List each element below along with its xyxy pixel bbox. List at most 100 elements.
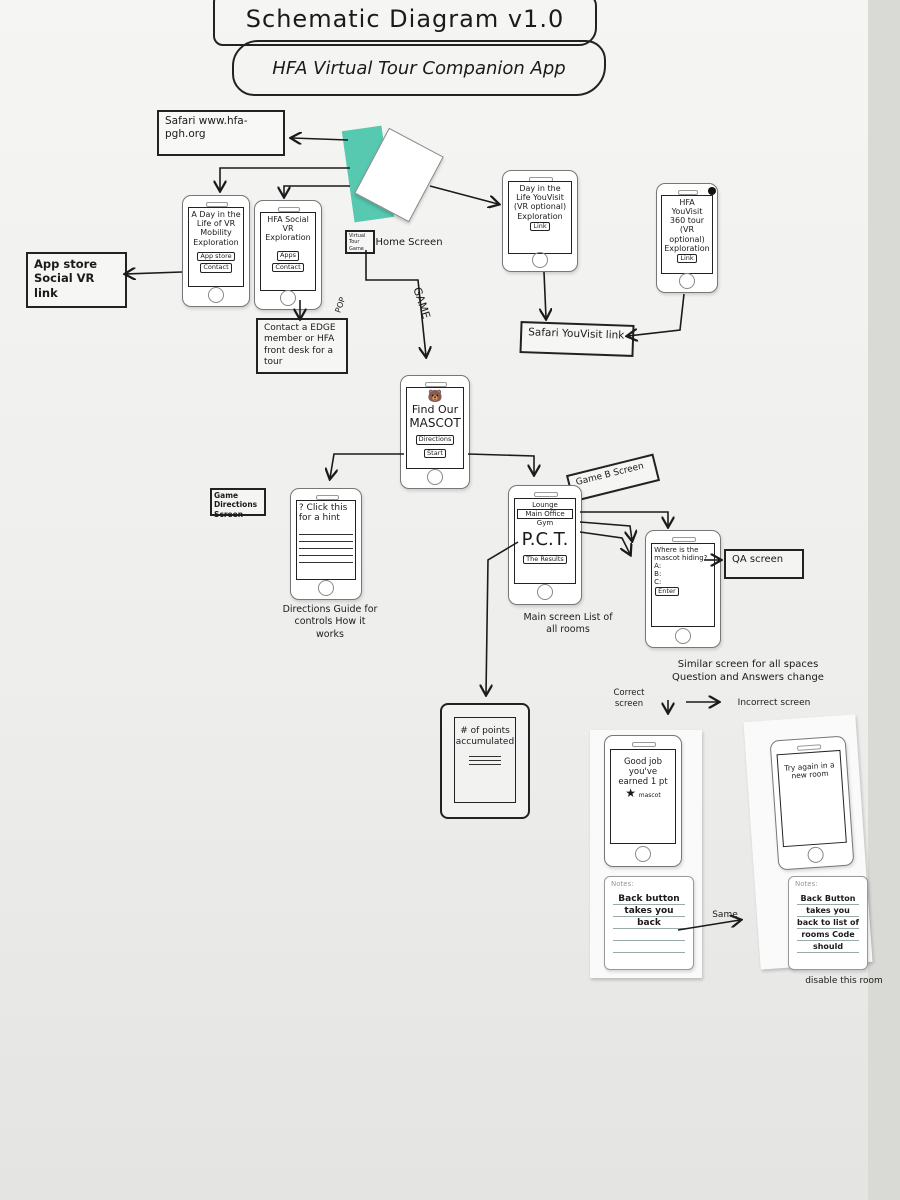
directions-caption: Directions Guide for controls How it wor… <box>282 604 378 640</box>
note-correct: Notes: Back button takes you back <box>604 876 694 970</box>
arrow-youvisit2-to-safari <box>628 293 685 336</box>
phone-screen: HFA Social VR Exploration AppsContact <box>259 211 317 291</box>
arrow-main-to-qa <box>580 511 668 526</box>
mascot-find-text: Find Our <box>411 402 459 416</box>
pin-dot <box>708 187 716 195</box>
home-button[interactable] <box>208 286 224 303</box>
room-main-office[interactable]: Main Office <box>517 508 573 519</box>
safari-box-text: Safari www.hfa-pgh.org <box>165 115 248 141</box>
note-header: Notes: <box>795 880 818 888</box>
phone-speaker <box>534 492 558 497</box>
paper-edge <box>868 0 900 1200</box>
youvisit-1-title: Day in the Life YouVisit (VR optional) E… <box>513 184 567 221</box>
arrow-youvisit1-to-safari <box>544 271 546 318</box>
qa-answer-c[interactable]: C: <box>654 577 662 586</box>
phone-screen: Day in the Life YouVisit (VR optional) E… <box>508 181 572 254</box>
contact-box-text: Contact a EDGE member or HFA front desk … <box>264 323 336 367</box>
correct-message: Good job you've earned 1 pt <box>618 757 668 787</box>
social-vr-title: HFA Social VR Exploration <box>265 214 311 243</box>
arrow-mascot-to-directions <box>330 453 404 478</box>
paper-sheet <box>0 0 868 1200</box>
phone-mascot: 🐻 Find Our MASCOT DirectionsStart <box>400 375 470 489</box>
room-lounge[interactable]: Lounge <box>532 500 558 509</box>
phone-social-vr: HFA Social VR Exploration AppsContact <box>254 200 322 310</box>
link-button[interactable]: Link <box>677 253 697 264</box>
start-button[interactable]: Start <box>424 448 446 459</box>
youvisit-2-title: HFA YouVisit 360 tour (VR optional) Expl… <box>664 197 710 253</box>
arrow-mascot-to-main <box>467 453 534 474</box>
qa-screen-box: QA screen <box>724 549 804 579</box>
apps-button[interactable]: Apps <box>276 251 300 261</box>
link-button[interactable]: Link <box>530 221 550 232</box>
arrow-main-to-qa-3 <box>579 531 630 554</box>
phone-speaker <box>671 537 697 542</box>
arrow-home-to-day-vr <box>220 167 350 190</box>
arrow-day-vr-to-appstore <box>126 272 183 274</box>
home-button[interactable] <box>280 289 296 306</box>
home-button[interactable] <box>675 627 691 644</box>
phone-youvisit-1: Day in the Life YouVisit (VR optional) E… <box>502 170 578 272</box>
title-bubble: Schematic Diagram v1.0 <box>213 0 597 46</box>
directions-scribble <box>298 527 354 564</box>
mascot-title: MASCOT <box>409 415 461 430</box>
qa-answer-b[interactable]: B: <box>654 569 662 578</box>
arrow-home-to-social-vr <box>284 185 350 196</box>
enter-button[interactable]: Enter <box>655 586 679 597</box>
home-mini-text: Virtual Tour Game <box>349 233 366 252</box>
correct-label: Correct screen <box>613 688 645 710</box>
main-big-text: P.C.T. <box>521 528 569 550</box>
points-text: # of points accumulated <box>455 726 515 748</box>
home-button[interactable] <box>679 272 695 289</box>
directions-button[interactable]: Directions <box>415 435 455 445</box>
subtitle-bubble: HFA Virtual Tour Companion App <box>232 40 606 96</box>
phone-speaker <box>315 495 339 500</box>
disable-label: disable this room <box>805 976 883 986</box>
qa-question: Where is the mascot hiding? <box>654 545 708 562</box>
note-header: Notes: <box>611 880 634 888</box>
results-button[interactable]: The Results <box>523 554 567 565</box>
home-button[interactable] <box>537 584 553 601</box>
phone-youvisit-2: HFA YouVisit 360 tour (VR optional) Expl… <box>656 183 718 293</box>
contact-box: Contact a EDGE member or HFA front desk … <box>256 318 348 374</box>
phone-day-vr: A Day in the Life of VR Mobility Explora… <box>182 195 250 307</box>
home-button[interactable] <box>427 468 443 485</box>
phone-main: Lounge Main Office Gym P.C.T. The Result… <box>508 485 582 605</box>
star-icon: ★ <box>625 786 637 801</box>
phone-qa: Where is the mascot hiding? A: B: C: Ent… <box>645 530 721 648</box>
room-gym[interactable]: Gym <box>536 518 554 527</box>
qa-answer-a[interactable]: A: <box>654 561 662 570</box>
home-button[interactable] <box>532 252 548 268</box>
phone-screen: A Day in the Life of VR Mobility Explora… <box>187 207 245 288</box>
arrow-home-to-game <box>365 250 426 356</box>
contact-button[interactable]: Contact <box>272 262 304 273</box>
mascot-icon: 🐻 <box>427 389 443 404</box>
app-store-box-text: App store Social VR link <box>34 257 98 300</box>
arrow-home-to-youvisit <box>429 185 498 204</box>
app-store-button[interactable]: App store <box>197 251 235 262</box>
phone-screen: ? Click this for a hint <box>295 500 357 581</box>
title-text: Schematic Diagram v1.0 <box>245 5 565 33</box>
app-store-box: App store Social VR link <box>26 252 127 308</box>
note-incorrect: Notes: Back Button takes you back to lis… <box>788 876 868 970</box>
phone-speaker <box>278 207 300 212</box>
phone-speaker <box>678 190 698 195</box>
phone-screen: 🐻 Find Our MASCOT DirectionsStart <box>405 387 465 469</box>
phone-screen: Where is the mascot hiding? A: B: C: Ent… <box>651 542 715 628</box>
arrow-main-to-points <box>486 541 519 694</box>
correct-extra: mascot <box>638 792 661 800</box>
phone-speaker <box>424 382 448 387</box>
home-button[interactable] <box>318 579 334 596</box>
arrow-home-to-safari <box>292 138 349 140</box>
subtitle-text: HFA Virtual Tour Companion App <box>272 57 566 79</box>
qa-screen-box-text: QA screen <box>732 554 784 565</box>
phone-correct: Good job you've earned 1 pt ★ mascot <box>604 735 682 867</box>
home-mini-screen: Virtual Tour Game <box>345 230 375 254</box>
note-text: Back button takes you back <box>613 893 685 961</box>
incorrect-label: Incorrect screen <box>737 698 811 708</box>
home-button[interactable] <box>635 846 651 863</box>
contact-button[interactable]: Contact <box>200 263 232 273</box>
safari-box: Safari www.hfa-pgh.org <box>157 110 285 156</box>
day-vr-title: A Day in the Life of VR <box>191 210 241 229</box>
points-inner-screen: # of points accumulated <box>454 717 516 803</box>
